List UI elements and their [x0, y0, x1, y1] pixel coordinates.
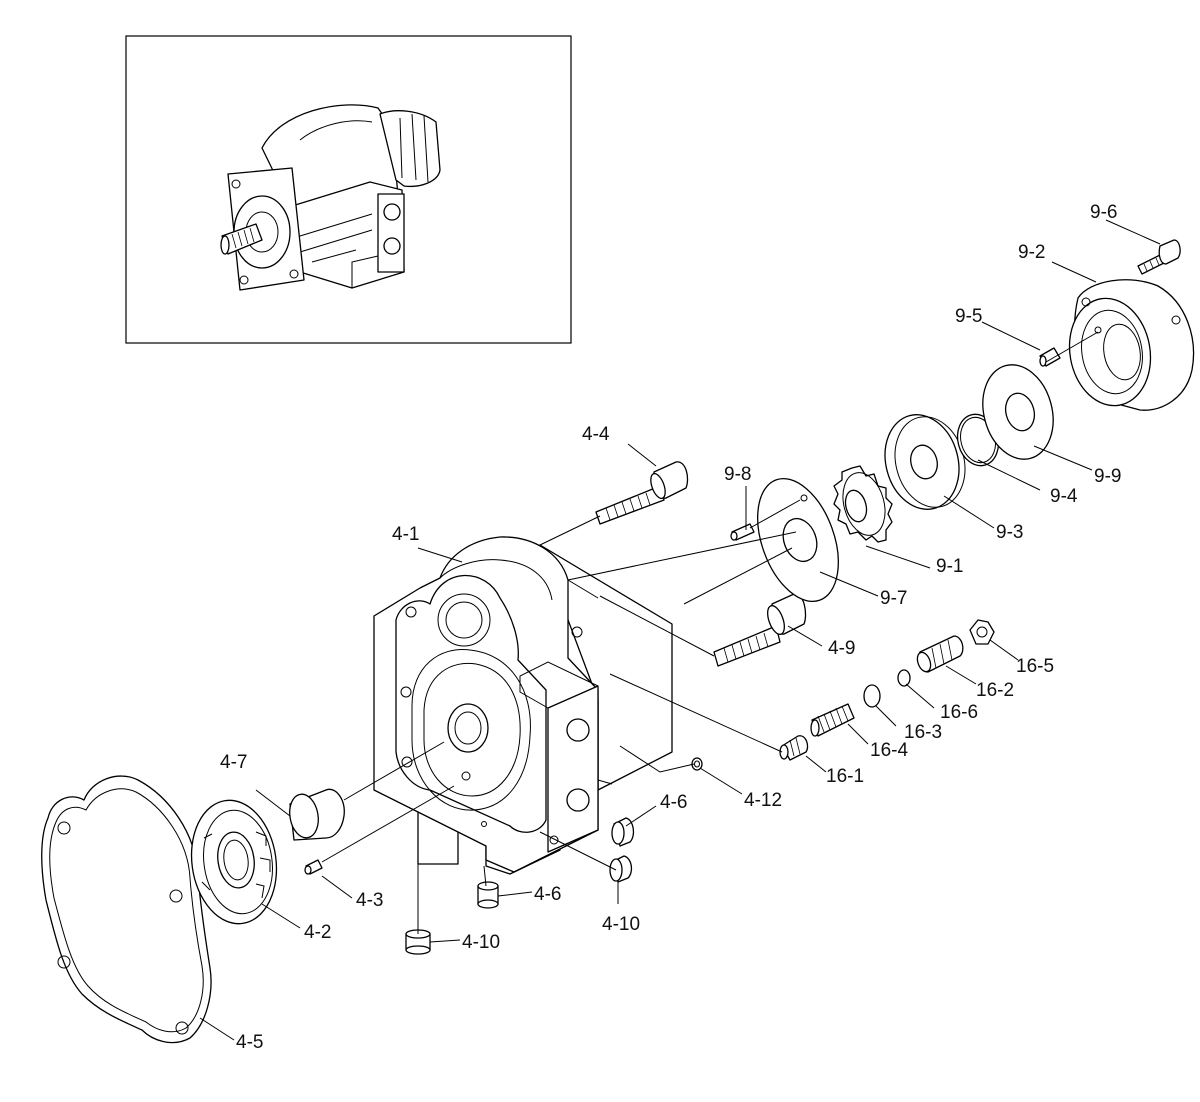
label-4-6-upper: 4-6 [660, 792, 687, 813]
plug-4-6-upper [611, 817, 635, 847]
label-4-7: 4-7 [220, 752, 247, 773]
assembled-pump-drawing [220, 104, 441, 291]
ring-9-3 [884, 414, 966, 510]
part-labels: 4-1 4-4 9-8 9-1 9-7 4-9 9-6 9-2 9-5 9-9 … [220, 202, 1121, 1053]
washer-16-6 [897, 669, 911, 687]
label-4-5: 4-5 [236, 1032, 263, 1053]
label-4-9: 4-9 [828, 638, 855, 659]
label-16-1: 16-1 [826, 766, 864, 787]
label-4-6-lower: 4-6 [534, 884, 561, 905]
pin-9-8 [730, 523, 755, 541]
label-9-4: 9-4 [1050, 486, 1078, 507]
gasket-4-5 [41, 775, 212, 1044]
label-16-4: 16-4 [870, 740, 908, 761]
label-4-4: 4-4 [582, 424, 610, 445]
label-16-5: 16-5 [1016, 656, 1054, 677]
plate-9-9 [982, 364, 1054, 460]
relief-valve-parts [779, 619, 995, 761]
label-9-8: 9-8 [724, 464, 751, 485]
plug-4-6-lower [477, 881, 499, 909]
cover-9-2 [1068, 279, 1195, 411]
nut-16-5 [969, 619, 995, 645]
label-leaders [199, 219, 1161, 1041]
screw-9-6 [1137, 239, 1181, 275]
spring-16-4 [810, 703, 855, 737]
poppet-16-1 [779, 735, 809, 761]
bolt-4-9 [713, 593, 807, 667]
label-9-6: 9-6 [1090, 202, 1117, 223]
plugs [405, 757, 703, 955]
bolt-4-4 [595, 461, 689, 525]
thrust-plate-9-7 [757, 477, 839, 603]
label-9-5: 9-5 [955, 306, 982, 327]
pin-4-3 [304, 859, 323, 875]
assembly-lines [321, 331, 1099, 934]
housing-4-1 [373, 536, 673, 875]
label-16-6: 16-6 [940, 702, 978, 723]
bushing-4-7 [289, 788, 345, 841]
label-16-3: 16-3 [904, 722, 942, 743]
label-4-10-right: 4-10 [602, 914, 640, 935]
label-9-1: 9-1 [936, 556, 963, 577]
label-9-9: 9-9 [1094, 466, 1121, 487]
pin-9-5 [1039, 347, 1061, 367]
label-16-2: 16-2 [976, 680, 1014, 701]
label-4-3: 4-3 [356, 890, 383, 911]
label-4-1: 4-1 [392, 524, 419, 545]
wear-plate-4-2 [190, 799, 278, 925]
plug-4-10-lower [405, 929, 431, 955]
label-4-12: 4-12 [744, 790, 782, 811]
label-4-2: 4-2 [304, 922, 331, 943]
label-4-10-lower: 4-10 [462, 932, 500, 953]
gear-9-1 [833, 465, 893, 543]
assembly-inset [125, 35, 572, 344]
label-9-7: 9-7 [880, 588, 907, 609]
o-ring-16-3 [863, 684, 881, 708]
label-9-2: 9-2 [1018, 242, 1045, 263]
label-9-3: 9-3 [996, 522, 1023, 543]
